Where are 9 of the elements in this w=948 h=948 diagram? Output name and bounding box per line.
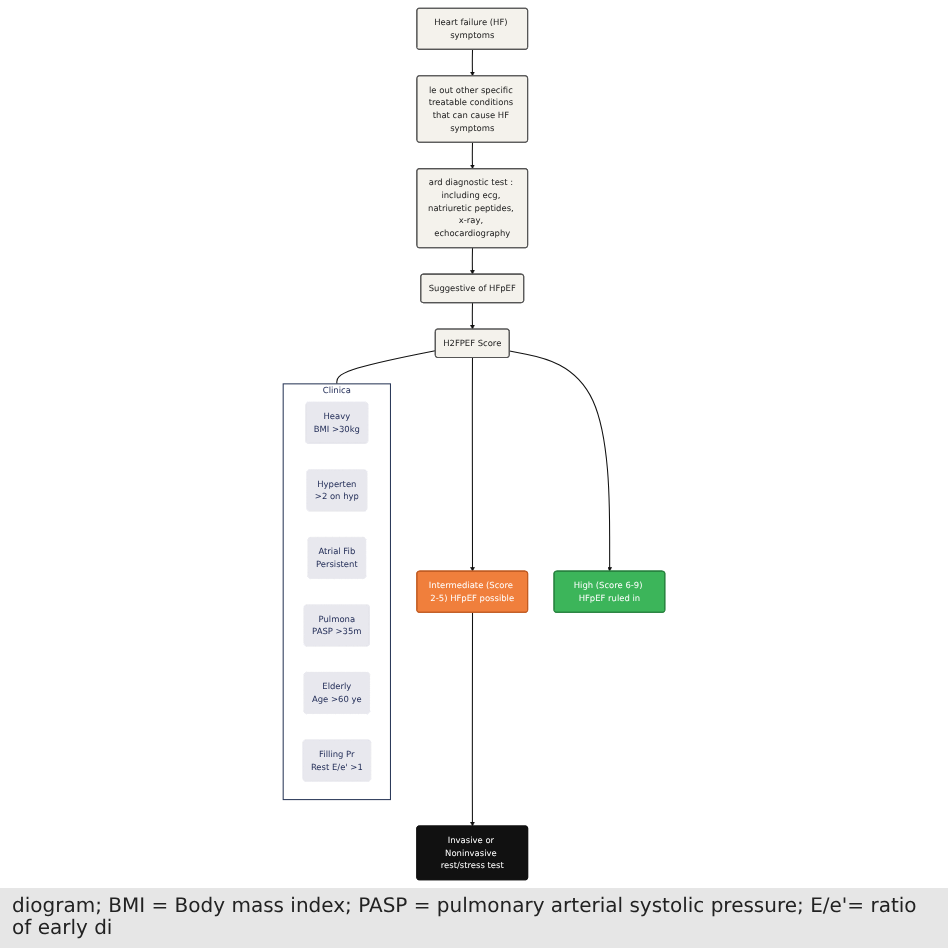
arrow [509,350,612,572]
arrow [470,247,475,275]
connector [336,350,436,385]
arrow [470,49,475,77]
arrow [470,357,475,572]
arrow [470,302,475,330]
caption: diogram; BMI = Body mass index; PASP = pulmonary arterial systolic pressure; E/e'= ratio of early di [0,888,948,948]
arrow [470,612,475,827]
arrow [470,141,475,170]
